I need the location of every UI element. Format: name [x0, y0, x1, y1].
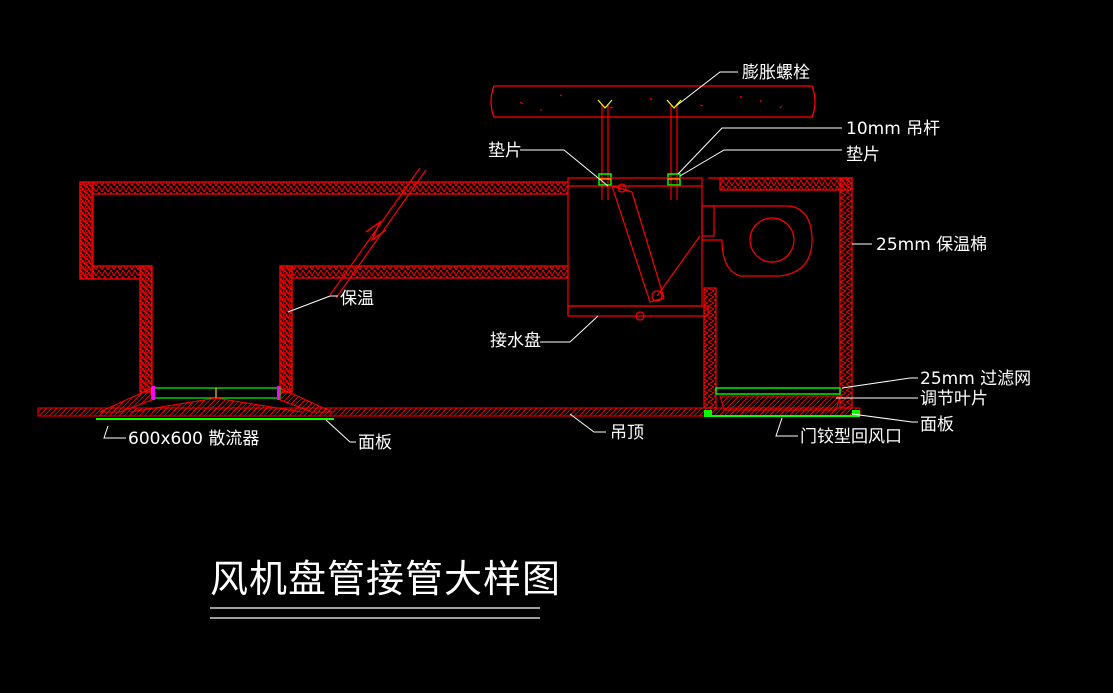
concrete-slab [490, 85, 816, 118]
label-insulation-25mm: 25mm 保温棉 [876, 235, 987, 255]
leader-lines [103, 71, 918, 443]
label-diffuser: 600x600 散流器 [128, 429, 259, 449]
drawing-title-block: 风机盘管接管大样图 [210, 557, 561, 619]
label-adjust-blade: 调节叶片 [920, 389, 988, 409]
label-panel-left: 面板 [358, 433, 392, 453]
drawing-title: 风机盘管接管大样图 [210, 557, 561, 601]
supply-duct [79, 167, 569, 393]
gasket-icon [598, 173, 681, 186]
label-panel-right: 面板 [920, 415, 954, 435]
label-expansion-bolt: 膨胀螺栓 [742, 63, 810, 83]
label-insulation: 保温 [340, 289, 374, 309]
return-plenum [703, 177, 860, 417]
annotation-labels: 膨胀螺栓 10mm 吊杆 垫片 垫片 25mm 保温棉 保温 接水盘 25mm … [128, 63, 1031, 453]
label-hinged-return: 门铰型回风口 [800, 427, 902, 447]
hanger-rods [597, 99, 682, 200]
fan-coil-unit [567, 177, 813, 321]
label-drain-pan: 接水盘 [490, 331, 541, 351]
label-gasket-right: 垫片 [846, 145, 880, 165]
label-ceiling: 吊顶 [610, 423, 644, 443]
label-gasket-left: 垫片 [488, 141, 522, 161]
label-filter-25mm: 25mm 过滤网 [920, 369, 1031, 389]
label-rod-10mm: 10mm 吊杆 [846, 119, 940, 139]
